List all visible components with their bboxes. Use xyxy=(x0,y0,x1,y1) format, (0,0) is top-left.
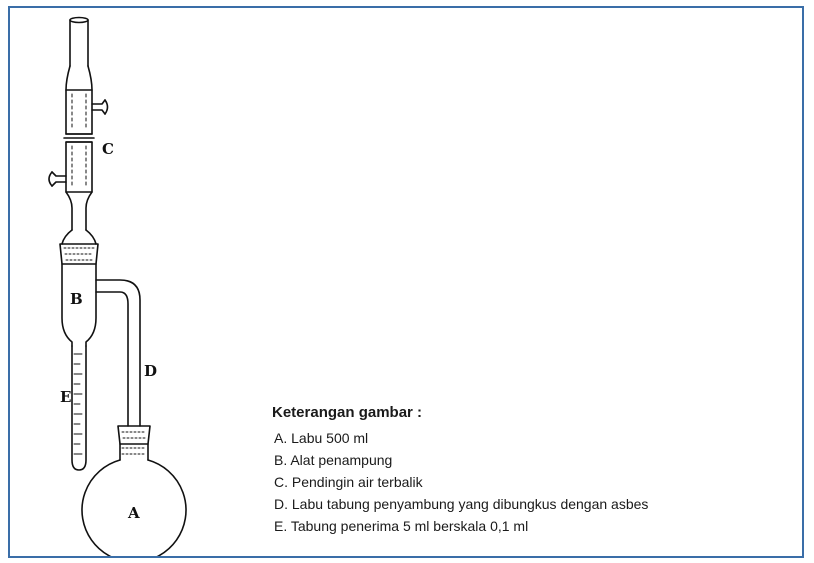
receiver-b xyxy=(59,243,141,427)
figure-frame: C B D E A Keterangan gambar : A. Labu 50… xyxy=(8,6,804,558)
legend-item-b: B. Alat penampung xyxy=(274,452,393,468)
graduated-tube-e xyxy=(71,345,87,471)
label-b: B xyxy=(70,290,83,308)
label-a: A xyxy=(127,504,140,522)
flask-a xyxy=(81,425,187,556)
label-c: C xyxy=(102,140,114,158)
legend-item-a: A. Labu 500 ml xyxy=(274,430,369,446)
legend-list: A. Labu 500 ml B. Alat penampung C. Pend… xyxy=(272,427,648,537)
reflux-condenser xyxy=(48,16,109,245)
legend-title: Keterangan gambar : xyxy=(272,404,423,421)
legend-item-d: D. Labu tabung penyambung yang dibungkus… xyxy=(274,496,649,512)
legend: Keterangan gambar : A. Labu 500 ml B. Al… xyxy=(272,404,648,537)
legend-item-c: C. Pendingin air terbalik xyxy=(274,474,423,490)
label-d: D xyxy=(144,362,157,380)
label-e: E xyxy=(60,388,71,406)
legend-item-e: E. Tabung penerima 5 ml berskala 0,1 ml xyxy=(274,518,529,534)
distillation-apparatus-diagram: C B D E A xyxy=(48,16,187,556)
